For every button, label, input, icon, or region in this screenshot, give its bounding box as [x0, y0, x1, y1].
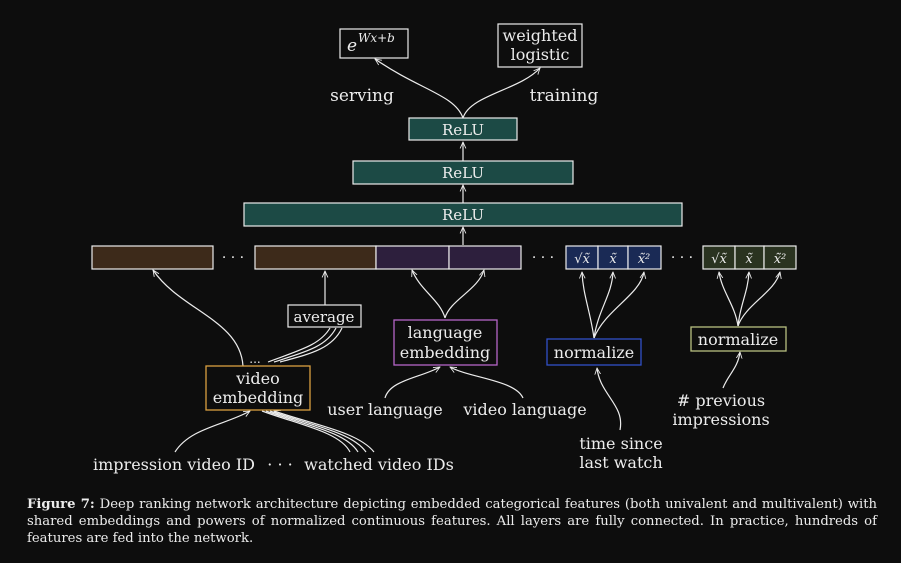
video-language-label: video language	[462, 400, 586, 419]
relu-layer-top	[408, 117, 518, 141]
edge-userlang-langemb	[384, 366, 440, 399]
training-output-box	[497, 23, 583, 68]
previous-impressions-line2: impressions	[672, 410, 769, 429]
relu-layer-middle-label: ReLU	[442, 164, 484, 182]
language-embedding-line1: language	[408, 323, 483, 342]
user-language-embedding-cell	[375, 245, 450, 270]
serving-formula-exponent: Wx+b	[358, 31, 395, 45]
edge-videoemb-impression	[153, 270, 244, 367]
video-embedding-box	[205, 365, 311, 411]
row-ellipsis-1: · · ·	[222, 250, 244, 266]
time-linear-label: x̃	[609, 252, 617, 267]
serving-label: serving	[330, 86, 394, 106]
time-square-label: x̃²	[638, 252, 651, 267]
average-box	[287, 304, 362, 328]
relu-layer-middle	[352, 160, 574, 185]
relu-layer-bottom-label: ReLU	[442, 206, 484, 224]
impression-video-embedding-cell	[91, 245, 214, 270]
impressions-sqrt-label: √x̃	[711, 252, 727, 267]
impressions-square-label: x̃²	[774, 252, 787, 267]
small-ellipsis: ...	[249, 352, 260, 366]
edge-prev-norm2	[722, 352, 740, 389]
watched-video-ids-label: watched video IDs	[304, 455, 454, 474]
serving-output-box	[339, 28, 409, 59]
relu-layer-top-label: ReLU	[442, 121, 484, 139]
training-box-line1: weighted	[503, 26, 578, 45]
training-box-line2: logistic	[511, 45, 570, 64]
edge-time-norm1	[597, 368, 622, 431]
edge-norm2-sqrt	[719, 272, 739, 327]
row-ellipsis-3: · · ·	[671, 250, 693, 266]
previous-impressions-line1: # previous	[677, 391, 765, 410]
impressions-square-cell	[763, 245, 797, 270]
bottom-ellipsis: · · ·	[267, 455, 292, 474]
edge-videolang-langemb	[450, 366, 524, 399]
language-embedding-box	[393, 319, 498, 366]
video-embedding-line2: embedding	[213, 388, 304, 407]
edge-norm1-xsq	[593, 272, 644, 339]
video-embedding-line1: video	[235, 369, 280, 388]
edge-impid-videoemb	[174, 410, 250, 453]
normalize-time-label: normalize	[554, 343, 634, 362]
watched-video-embedding-cell	[254, 245, 377, 270]
serving-formula-base: e	[347, 36, 357, 56]
edge-videoemb-average-1	[267, 327, 331, 363]
edge-relu-training	[462, 68, 540, 119]
video-language-embedding-cell	[448, 245, 522, 270]
edge-videoemb-average-2	[273, 327, 337, 363]
connection-lines	[153, 59, 780, 453]
edge-watched-videoemb-3	[269, 410, 367, 453]
edge-norm2-xsq	[737, 272, 780, 327]
edge-norm2-x	[737, 272, 749, 327]
user-language-label: user language	[327, 400, 442, 419]
average-label: average	[294, 308, 355, 326]
normalize-time-box	[546, 338, 642, 366]
edge-norm1-sqrt	[582, 272, 595, 339]
edge-norm1-x	[593, 272, 613, 339]
edge-langemb-user	[412, 270, 446, 319]
figure-caption-label: Figure 7:	[27, 497, 95, 512]
language-embedding-line2: embedding	[400, 343, 491, 362]
figure-caption-text: Deep ranking network architecture depict…	[27, 497, 878, 546]
time-sqrt-label: √x̃	[574, 252, 590, 267]
edge-langemb-video	[444, 270, 484, 319]
time-since-line1: time since	[579, 434, 662, 453]
normalize-impressions-box	[690, 326, 787, 352]
edge-relu-serving	[375, 59, 464, 119]
edge-videoemb-average-3	[279, 327, 343, 363]
impression-video-id-label: impression video ID	[93, 455, 255, 474]
figure-caption: Figure 7: Deep ranking network architect…	[27, 496, 877, 547]
impressions-linear-label: x̃	[745, 252, 753, 267]
normalize-impressions-label: normalize	[698, 330, 778, 349]
relu-layer-bottom	[243, 202, 683, 227]
training-label: training	[530, 86, 599, 106]
time-square-cell	[627, 245, 662, 270]
edge-watched-videoemb-4	[274, 411, 375, 453]
time-since-line2: last watch	[579, 453, 662, 472]
row-ellipsis-2: · · ·	[532, 250, 554, 266]
